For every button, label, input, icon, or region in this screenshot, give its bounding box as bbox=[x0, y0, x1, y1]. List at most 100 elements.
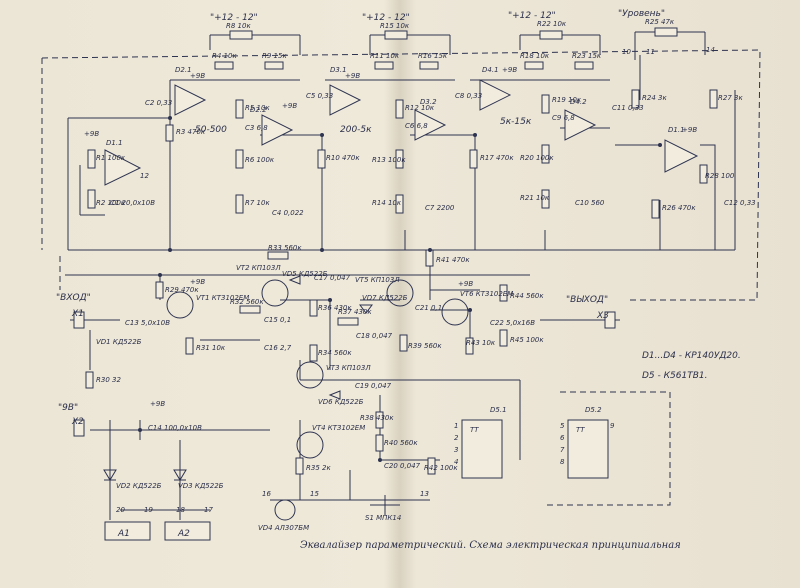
res-r42: R42 100к bbox=[424, 464, 458, 472]
cap-c21: C21 0,1 bbox=[415, 304, 442, 312]
opamp-d4-1 bbox=[479, 79, 512, 111]
res-r44: R44 560к bbox=[510, 292, 544, 300]
pin-12: 12 bbox=[140, 172, 149, 180]
opamp-label-d4-2: D4.2 bbox=[570, 98, 587, 106]
svg-text:TT: TT bbox=[576, 426, 585, 434]
legend-line-2: D5 - К561ТВ1. bbox=[642, 371, 707, 381]
res-r11: R11 10к bbox=[370, 52, 400, 60]
res-r33: R33 560к bbox=[268, 244, 302, 252]
pin-14: 14 bbox=[706, 46, 715, 54]
x3-label: X3 bbox=[596, 311, 609, 321]
diode-vd2: VD2 КД522Б bbox=[116, 482, 162, 490]
block-a2 bbox=[164, 521, 211, 541]
svg-text:TT: TT bbox=[470, 426, 479, 434]
cap-c7: C7 2200 bbox=[425, 204, 455, 212]
diode-vd6: VD6 КД522Б bbox=[318, 398, 364, 406]
res-r25: R25 47к bbox=[645, 18, 675, 26]
res-r34: R34 560к bbox=[318, 349, 352, 357]
power-9v-1: +9В bbox=[190, 72, 205, 80]
connector-x2 bbox=[73, 419, 85, 437]
top-resistors bbox=[214, 27, 718, 219]
pin-13: 13 bbox=[420, 490, 429, 498]
cap-c5: C5 0,33 bbox=[306, 92, 333, 100]
res-r24: R24 3к bbox=[642, 94, 667, 102]
res-r39: R39 560к bbox=[408, 342, 442, 350]
input-label: "ВХОД" bbox=[56, 293, 91, 303]
res-r1: R1 100к bbox=[96, 154, 126, 162]
opamp-d3-1 bbox=[329, 84, 362, 116]
res-r9: R9 15к bbox=[262, 52, 287, 60]
pin-7: 7 bbox=[560, 446, 565, 454]
pin-16: 16 bbox=[262, 490, 271, 498]
lower-shield bbox=[59, 256, 740, 506]
res-r3: R3 470к bbox=[176, 128, 206, 136]
opamp-label-d1-1a: D1.1 bbox=[106, 139, 123, 147]
pin-20: 20 bbox=[116, 506, 125, 514]
opamp-label-d4-1: D4.1 bbox=[482, 66, 499, 74]
diode-vd7: VD7 КД522Б bbox=[362, 294, 408, 302]
res-r43: R43 10к bbox=[466, 339, 496, 347]
drawing-title: Эквалайзер параметрический. Схема электр… bbox=[300, 540, 681, 551]
transistor-vt4: VT4 КТ3102ЕМ bbox=[312, 424, 365, 432]
lower-resistors bbox=[85, 249, 508, 475]
res-r21: R21 10к bbox=[520, 194, 550, 202]
cap-c4: C4 0,022 bbox=[272, 209, 304, 217]
switch-s1[interactable] bbox=[370, 495, 400, 515]
res-r14: R14 10к bbox=[372, 199, 402, 207]
pin-18: 18 bbox=[176, 506, 185, 514]
power-9v-4: +9В bbox=[345, 72, 360, 80]
transistor-vt1: VT1 КТ3102ЕМ bbox=[196, 294, 249, 302]
logic-label-d5-2: D5.2 bbox=[585, 406, 602, 414]
output-label: "ВЫХОД" bbox=[566, 295, 608, 305]
opamp-d1-1-left bbox=[104, 149, 142, 186]
power-9v-6: +9В bbox=[682, 126, 697, 134]
pin-9: 9 bbox=[610, 422, 615, 430]
led-label: VD4 АЛ307БМ bbox=[258, 524, 309, 532]
pin-17: 17 bbox=[204, 506, 213, 514]
res-r4: R4 10к bbox=[212, 52, 237, 60]
power-9v-3: +9В bbox=[282, 102, 297, 110]
power-9v-7: +9В bbox=[190, 278, 205, 286]
opamp-label-d3-1: D3.1 bbox=[330, 66, 347, 74]
res-r32: R32 560к bbox=[230, 298, 264, 306]
res-r27: R27 3к bbox=[718, 94, 743, 102]
res-r20: R20 100к bbox=[520, 154, 554, 162]
band-label-1: 50-500 bbox=[195, 125, 227, 135]
cap-c10: C10 560 bbox=[575, 199, 605, 207]
diode-vd1: VD1 КД522Б bbox=[96, 338, 142, 346]
diode-symbols bbox=[103, 275, 373, 481]
transistor-vt5: VT5 КП103Л bbox=[355, 276, 400, 284]
pin-5: 5 bbox=[560, 422, 565, 430]
cap-c20: C20 0,047 bbox=[384, 462, 421, 470]
pin-6: 6 bbox=[560, 434, 565, 442]
supply-label-1: "+12 - 12" bbox=[210, 13, 258, 23]
res-r30: R30 32 bbox=[96, 376, 121, 384]
transistor-vt3: VT3 КП103Л bbox=[326, 364, 371, 372]
pin-15: 15 bbox=[310, 490, 319, 498]
res-r40: R40 560к bbox=[384, 439, 418, 447]
power-9v-2: +9В bbox=[84, 130, 99, 138]
block-a1 bbox=[104, 521, 151, 541]
res-r36: R36 430к bbox=[318, 304, 352, 312]
pin-number-labels: 14 10 11 12 15 13 16 20 19 18 17 1 2 3 4… bbox=[116, 46, 715, 514]
cap-c17: C17 0,047 bbox=[314, 274, 351, 282]
res-r45: R45 100к bbox=[510, 336, 544, 344]
res-r13: R13 100к bbox=[372, 156, 406, 164]
x2-label: X2 bbox=[71, 417, 84, 427]
res-r26: R26 470к bbox=[662, 204, 696, 212]
opamp-label-d2-1: D2.1 bbox=[175, 66, 192, 74]
supply-label-2: "+12 - 12" bbox=[362, 13, 410, 23]
logic-label-d5-1: D5.1 bbox=[490, 406, 507, 414]
res-r41: R41 470к bbox=[436, 256, 470, 264]
cap-c15: C15 0,1 bbox=[264, 316, 291, 324]
res-r22: R22 10к bbox=[537, 20, 567, 28]
led-vd4 bbox=[274, 499, 296, 521]
res-r37: R37 430к bbox=[338, 308, 372, 316]
switch-label: S1 МПК14 bbox=[365, 514, 401, 522]
cap-c9: C9 6,8 bbox=[552, 114, 575, 122]
connector-x1 bbox=[73, 311, 85, 329]
power-9v-8: +9В bbox=[458, 280, 473, 288]
pin-2: 2 bbox=[454, 434, 459, 442]
